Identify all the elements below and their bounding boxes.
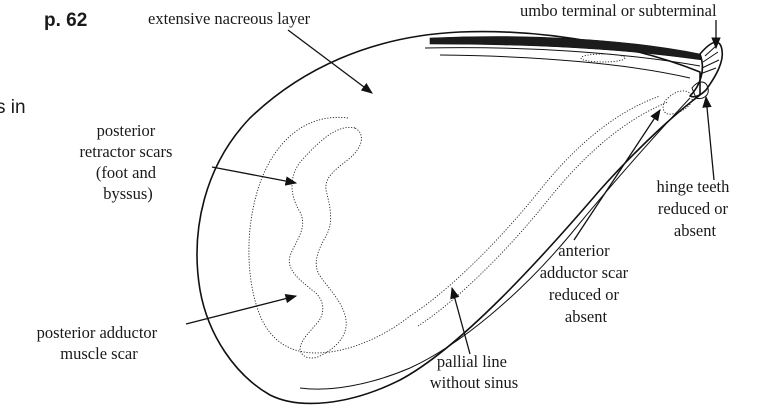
shell-outline bbox=[197, 32, 700, 404]
shell-margin-line bbox=[300, 98, 690, 389]
label-nacreous-layer: extensive nacreous layer bbox=[148, 9, 311, 28]
cut-off-text: s in bbox=[0, 97, 26, 118]
arrow-posterior-retractor bbox=[212, 167, 296, 183]
arrow-anterior-adductor bbox=[574, 110, 660, 240]
arrow-nacreous bbox=[288, 30, 372, 93]
label-umbo: umbo terminal or subterminal bbox=[520, 1, 717, 20]
posterior-adductor-scar bbox=[249, 117, 410, 353]
posterior-retractor-scar bbox=[289, 127, 361, 358]
label-posterior-retractor: posterior retractor scars (foot and byss… bbox=[79, 121, 176, 203]
arrow-hinge-teeth bbox=[706, 97, 714, 180]
arrow-pallial-line bbox=[452, 288, 470, 354]
ligament-band bbox=[430, 37, 702, 60]
page-number: p. 62 bbox=[44, 10, 87, 31]
pallial-line-inner bbox=[418, 102, 668, 326]
pallial-line bbox=[410, 96, 660, 316]
label-pallial-line: pallial line without sinus bbox=[430, 352, 518, 392]
label-posterior-adductor: posterior adductor muscle scar bbox=[37, 323, 162, 363]
label-hinge-teeth: hinge teeth reduced or absent bbox=[657, 177, 734, 240]
